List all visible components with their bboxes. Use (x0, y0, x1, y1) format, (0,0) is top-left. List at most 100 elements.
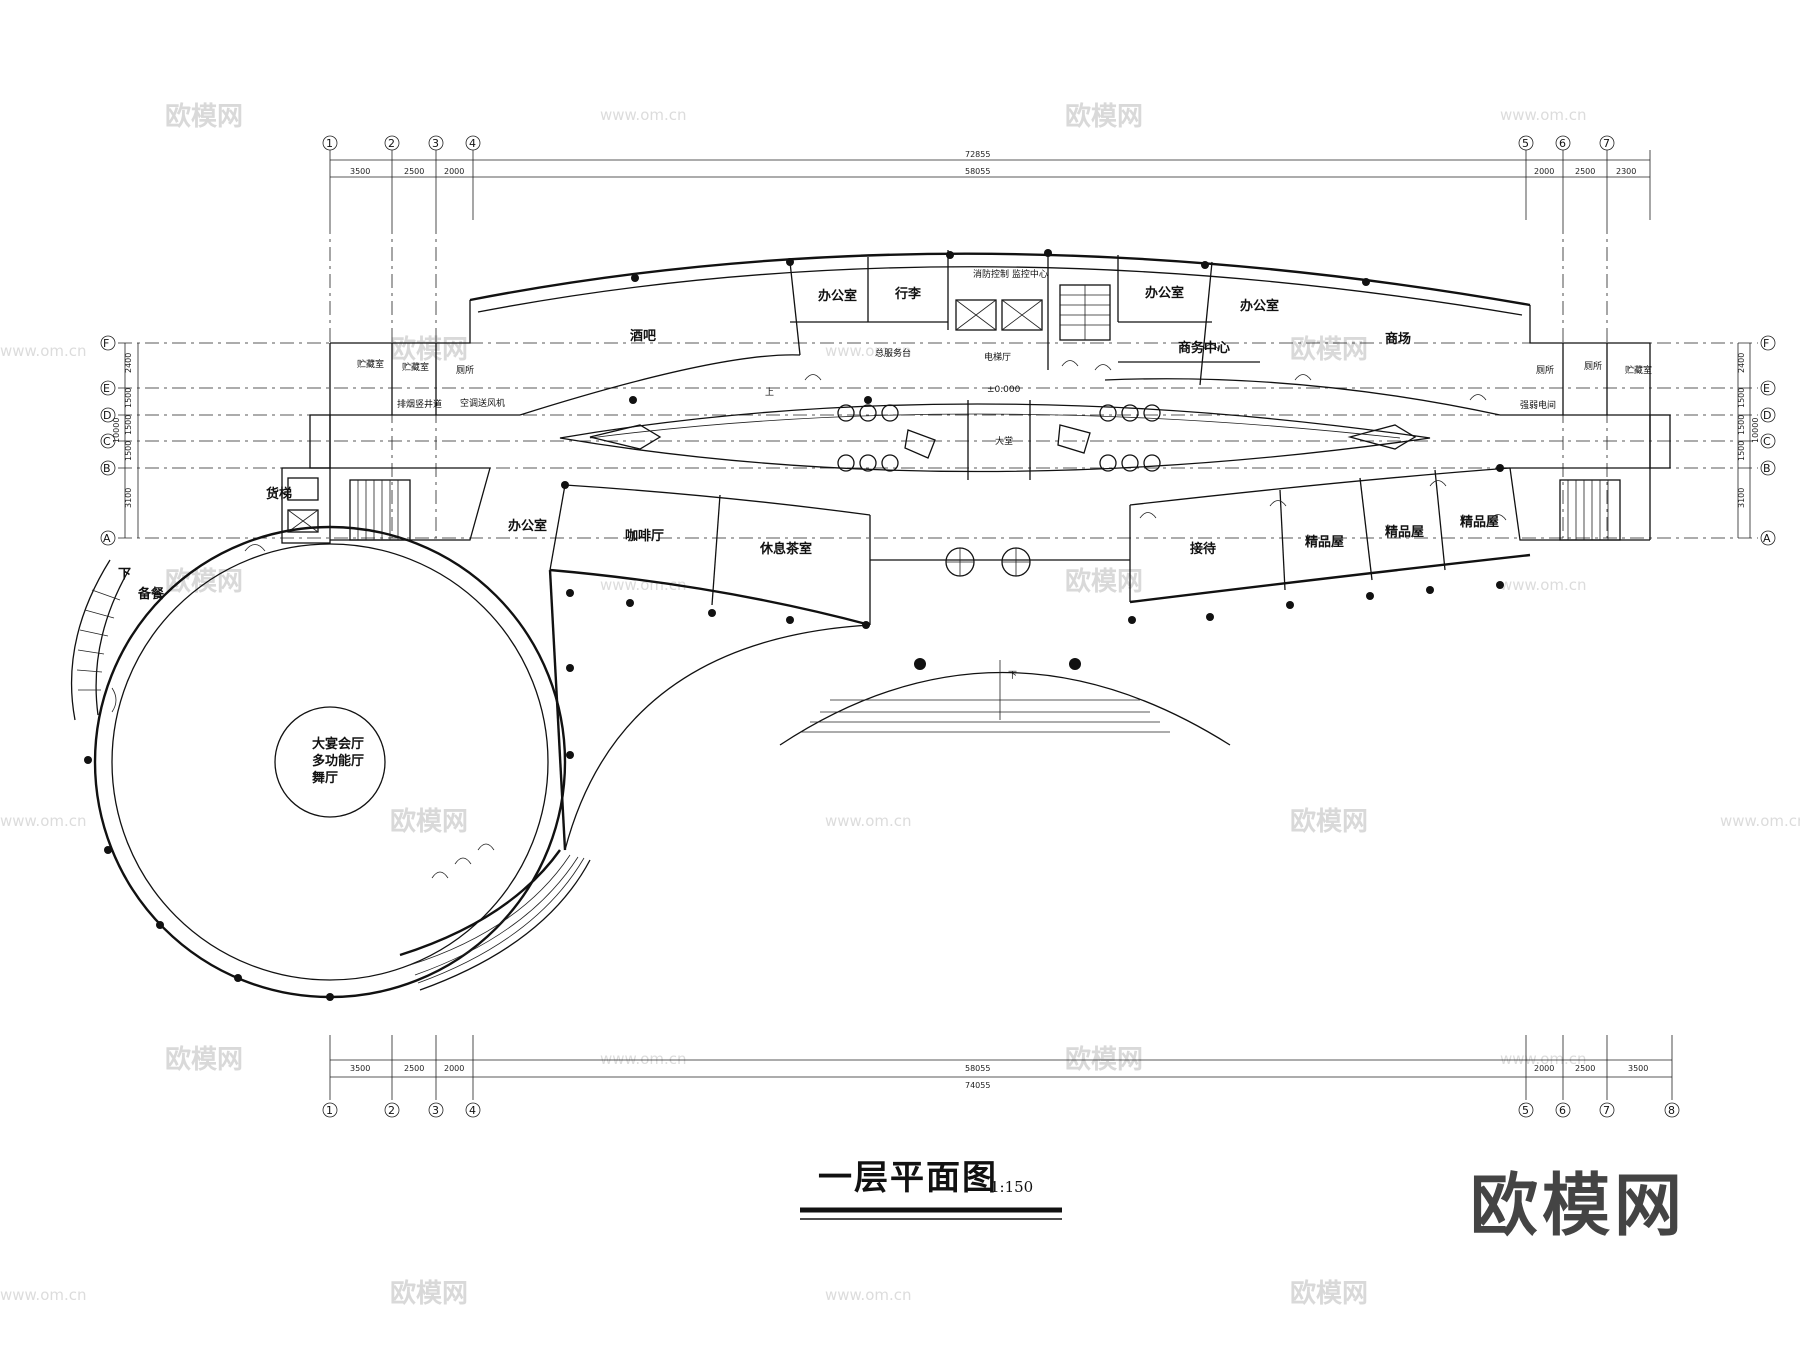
room-bar: 酒吧 (630, 329, 656, 344)
dim-bottom-middle: 58055 (965, 1064, 990, 1073)
axis-label: 6 (1559, 137, 1566, 150)
dim-bottom-left-2: 2500 (404, 1064, 424, 1073)
axis-bubbles-right: F E D C B A 2400 1500 1500 1500 3100 100… (1737, 335, 1776, 546)
watermark: 欧模网 (165, 566, 243, 597)
building-walls (70, 250, 1671, 999)
room-ac-left: 空调送风机 (460, 397, 505, 409)
dim-top-left-1: 3500 (350, 167, 370, 176)
watermark-url: www.om.cn (1720, 812, 1800, 830)
axis-label: 5 (1522, 1104, 1529, 1117)
dim-left-total: 10000 (112, 418, 121, 443)
dim-top-left-3: 2000 (444, 167, 464, 176)
dim-top-total: 72855 (965, 150, 990, 159)
dim-bottom-right-1: 2000 (1534, 1064, 1554, 1073)
axis-label: 6 (1559, 1104, 1566, 1117)
lobby-furniture (589, 404, 1417, 472)
watermark: 欧模网 (165, 101, 243, 132)
banquet-label-3: 舞厅 (311, 770, 338, 786)
watermark: 欧模网 (390, 806, 468, 837)
axis-label: E (103, 382, 110, 395)
axis-label: D (103, 409, 111, 422)
dim-bottom-right-2: 2500 (1575, 1064, 1595, 1073)
dim-bottom-right-3: 3500 (1628, 1064, 1648, 1073)
watermark: 欧模网 (1290, 334, 1368, 365)
stair-down-front: 下 (1008, 671, 1017, 681)
axis-bubbles-top: 1 2 3 4 5 6 7 (322, 135, 1615, 151)
room-storage-left-1: 贮藏室 (357, 358, 384, 370)
watermark-url: www.om.cn (0, 1286, 87, 1304)
room-business-center: 商务中心 (1178, 340, 1230, 356)
dim-bottom-total: 74055 (965, 1081, 990, 1090)
watermark-url: www.om.cn (0, 812, 87, 830)
dim-top-left-2: 2500 (404, 167, 424, 176)
axis-label: 7 (1603, 137, 1610, 150)
axis-label: 8 (1668, 1104, 1675, 1117)
dim-top-right-3: 2300 (1616, 167, 1636, 176)
dim-left: 1500 (124, 415, 133, 435)
room-toilet-left: 厕所 (456, 365, 474, 376)
axis-label: 4 (469, 137, 476, 150)
watermarks: 欧模网 www.om.cn 欧模网 www.om.cn www.om.cn 欧模… (0, 101, 1800, 1309)
drawing-title: 一层平面图 (818, 1158, 998, 1198)
axis-label: B (103, 462, 111, 475)
room-prep: 备餐 (137, 586, 165, 602)
dim-left: 2400 (124, 353, 133, 373)
watermark-url: www.om.cn (1500, 576, 1587, 594)
watermark-url: www.om.cn (600, 1050, 687, 1068)
banquet-label-1: 大宴会厅 (312, 736, 364, 752)
axis-label: 4 (469, 1104, 476, 1117)
watermark: 欧模网 (390, 1278, 468, 1309)
dim-right: 2400 (1737, 353, 1746, 373)
watermark-url: www.om.cn (1500, 1050, 1587, 1068)
dim-left: 1500 (124, 388, 133, 408)
axis-label: D (1763, 409, 1771, 422)
room-storage-right: 贮藏室 (1625, 364, 1652, 376)
dim-bottom-left-1: 3500 (350, 1064, 370, 1073)
room-labels: 酒吧 办公室 行李 消防控制 监控中心 总服务台 电梯厅 办公室 办公室 商务中… (118, 268, 1652, 786)
watermark-url: www.om.cn (825, 1286, 912, 1304)
axis-bubbles-left: F E D C B A 2400 1500 1500 1500 3100 100… (100, 335, 139, 546)
door-swings (111, 344, 1507, 879)
watermark: 欧模网 (1290, 1278, 1368, 1309)
room-fire-control: 消防控制 监控中心 (973, 268, 1048, 280)
top-dimensions: 72855 58055 3500 2500 2000 2000 2500 230… (322, 135, 1651, 220)
room-stair-right: 强弱电间 (1520, 399, 1556, 411)
room-cafe: 咖啡厅 (625, 528, 664, 544)
room-office-1: 办公室 (818, 288, 857, 304)
grid-axes-horizontal (118, 220, 1758, 539)
watermark-url: www.om.cn (1500, 106, 1587, 124)
dim-right: 3100 (1737, 488, 1746, 508)
watermark: 欧模网 (1065, 1044, 1143, 1075)
watermark: 欧模网 (1065, 101, 1143, 132)
dim-top-right-1: 2000 (1534, 167, 1554, 176)
drawing-scale: 1:150 (990, 1178, 1034, 1196)
room-office-lower: 办公室 (508, 518, 547, 534)
room-pump-left: 排烟竖井道 (397, 398, 442, 410)
watermark-url: www.om.cn (825, 812, 912, 830)
room-boutique-3: 精品屋 (1460, 514, 1499, 530)
room-office-2: 办公室 (1145, 285, 1184, 301)
dim-left: 1500 (124, 441, 133, 461)
axis-label: 3 (432, 137, 439, 150)
room-freight: 货梯 (266, 486, 292, 502)
dim-right: 1500 (1737, 388, 1746, 408)
dim-right: 1500 (1737, 415, 1746, 435)
watermark-url: www.om.cn (0, 342, 87, 360)
room-office-3: 办公室 (1240, 298, 1279, 314)
axis-label: 1 (326, 1104, 333, 1117)
room-shop: 商场 (1385, 331, 1411, 347)
room-reception: 接待 (1190, 541, 1216, 557)
watermark: 欧模网 (1065, 566, 1143, 597)
axis-label: 3 (432, 1104, 439, 1117)
axis-label: A (103, 532, 111, 545)
watermark: 欧模网 (165, 1044, 243, 1075)
room-storage-left-2: 贮藏室 (402, 361, 429, 373)
watermark: 欧模网 (390, 334, 468, 365)
room-tea: 休息茶室 (759, 541, 812, 557)
room-toilet-right-2: 厕所 (1584, 361, 1602, 372)
step-up: 上 (765, 387, 774, 398)
axis-label: C (103, 435, 111, 448)
bottom-dimensions: 3500 2500 2000 58055 74055 2000 2500 350… (322, 1035, 1680, 1118)
axis-label: 2 (388, 137, 395, 150)
room-luggage: 行李 (894, 286, 922, 302)
